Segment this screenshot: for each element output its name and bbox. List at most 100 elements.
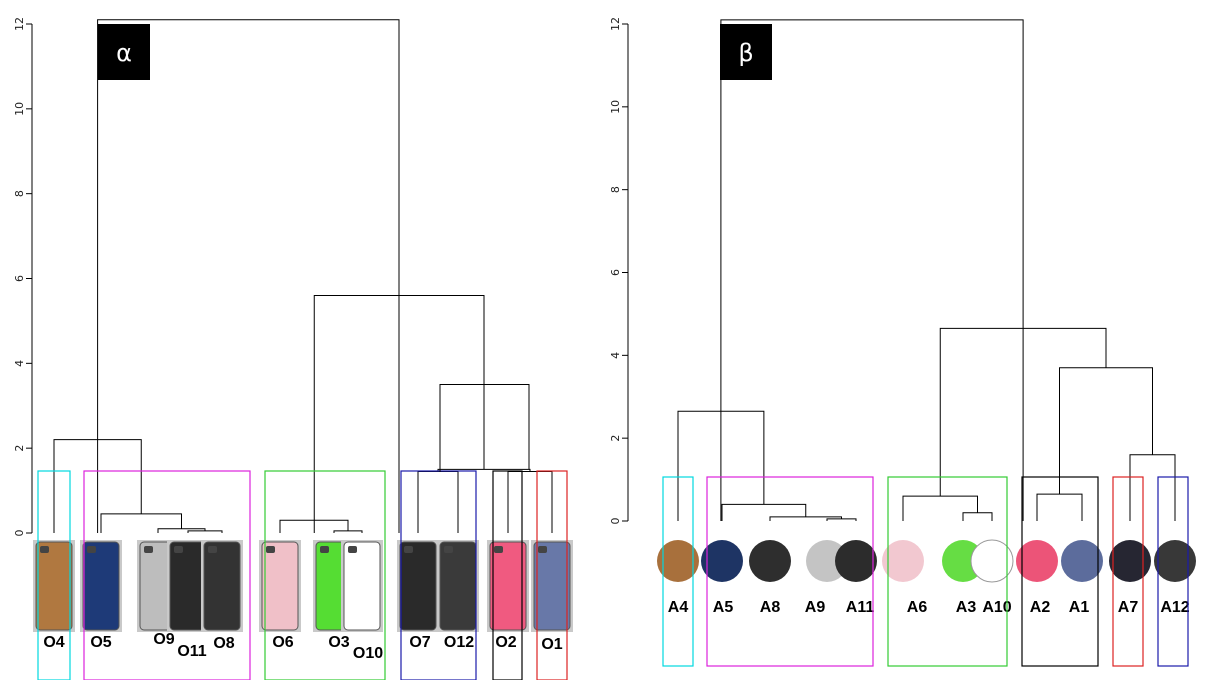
leaf-swatch-o8 xyxy=(203,541,241,631)
leaf-label-o2: O2 xyxy=(495,634,516,651)
dendrogram-link xyxy=(826,518,857,521)
leaf-label-a2: A2 xyxy=(1030,599,1051,616)
panel-badge-label: β xyxy=(738,39,753,67)
leaf-swatch-a7 xyxy=(1109,540,1151,582)
leaf-swatch-o11 xyxy=(169,541,207,631)
dendrogram-link xyxy=(1059,367,1153,495)
dendrogram-link xyxy=(417,470,459,533)
y-tick-label: 8 xyxy=(609,186,622,193)
camera-hole-icon xyxy=(538,546,547,553)
y-tick-label: 0 xyxy=(609,518,622,525)
leaf-swatch-a9 xyxy=(806,540,848,582)
cluster-box xyxy=(1021,476,1099,667)
cluster-box xyxy=(492,470,523,680)
y-tick-label: 2 xyxy=(13,445,26,452)
dendrogram-link xyxy=(721,503,807,521)
cluster-box xyxy=(1112,476,1144,667)
camera-hole-icon xyxy=(174,546,183,553)
leaf-label-a5: A5 xyxy=(713,599,734,616)
y-tick-label: 4 xyxy=(609,352,622,359)
leaf-label-a7: A7 xyxy=(1118,599,1139,616)
panel-badge-label: α xyxy=(116,39,132,67)
leaf-swatch-o4 xyxy=(35,541,73,631)
leaf-label-a9: A9 xyxy=(805,599,826,616)
leaf-label-a11: A11 xyxy=(846,599,875,616)
cluster-box xyxy=(536,470,568,680)
leaf-swatch-a1 xyxy=(1061,540,1103,582)
leaf-label-o7: O7 xyxy=(409,634,430,651)
leaf-label-o11: O11 xyxy=(177,643,206,660)
leaf-label-a1: A1 xyxy=(1069,599,1090,616)
y-tick-label: 10 xyxy=(609,100,622,114)
leaf-swatch-o12 xyxy=(439,541,477,631)
leaf-swatch-o1 xyxy=(533,541,571,631)
camera-hole-icon xyxy=(266,546,275,553)
leaf-swatch-a8 xyxy=(749,540,791,582)
dendrogram-link xyxy=(507,470,553,533)
dendrogram-link xyxy=(187,530,223,533)
leaf-label-a12: A12 xyxy=(1160,599,1189,616)
cluster-box xyxy=(37,470,71,680)
y-tick-label: 4 xyxy=(13,360,26,367)
y-tick-label: 12 xyxy=(13,17,26,31)
leaf-label-o10: O10 xyxy=(353,645,383,662)
y-tick-label: 6 xyxy=(13,275,26,282)
dendrogram-link xyxy=(720,19,1024,521)
y-tick-label: 0 xyxy=(13,530,26,537)
leaf-swatch-o2 xyxy=(489,541,527,631)
cluster-box xyxy=(887,476,1008,667)
leaf-swatch-o5 xyxy=(82,541,120,631)
camera-hole-icon xyxy=(144,546,153,553)
cluster-box xyxy=(264,470,386,680)
dendrogram-link xyxy=(1129,454,1176,521)
cluster-box xyxy=(83,470,251,680)
leaf-label-a4: A4 xyxy=(668,599,689,616)
leaf-label-o9: O9 xyxy=(153,631,174,648)
cluster-box xyxy=(662,476,694,667)
y-tick-label: 2 xyxy=(609,435,622,442)
leaf-label-a10: A10 xyxy=(982,599,1011,616)
camera-hole-icon xyxy=(320,546,329,553)
y-tick-label: 6 xyxy=(609,269,622,276)
dendrogram-link xyxy=(902,495,978,521)
leaf-label-o5: O5 xyxy=(90,634,111,651)
dendrogram-link xyxy=(962,512,993,521)
camera-hole-icon xyxy=(404,546,413,553)
leaf-swatch-o7 xyxy=(399,541,437,631)
dendrogram-link xyxy=(100,513,182,533)
y-tick-label: 10 xyxy=(13,102,26,116)
leaf-swatch-a5 xyxy=(701,540,743,582)
leaf-label-a6: A6 xyxy=(907,599,928,616)
leaf-swatch-a6 xyxy=(882,540,924,582)
leaf-label-a8: A8 xyxy=(760,599,781,616)
leaf-label-o8: O8 xyxy=(213,635,234,652)
camera-hole-icon xyxy=(40,546,49,553)
leaf-swatch-a11 xyxy=(835,540,877,582)
leaf-label-o4: O4 xyxy=(43,634,64,651)
leaf-label-o12: O12 xyxy=(444,634,474,651)
panel-badge xyxy=(720,24,772,80)
leaf-label-o6: O6 xyxy=(272,634,293,651)
leaf-swatch-a4 xyxy=(657,540,699,582)
dendrogram-link xyxy=(439,384,530,472)
panel-badge xyxy=(98,24,150,80)
y-tick-label: 8 xyxy=(13,190,26,197)
leaf-label-o3: O3 xyxy=(328,634,349,651)
camera-hole-icon xyxy=(494,546,503,553)
camera-hole-icon xyxy=(444,546,453,553)
leaf-swatch-o6 xyxy=(261,541,299,631)
dendrogram-link xyxy=(333,530,363,533)
cluster-box xyxy=(706,476,874,667)
cluster-box xyxy=(1157,476,1189,667)
leaf-swatch-a2 xyxy=(1016,540,1058,582)
leaf-swatch-a12 xyxy=(1154,540,1196,582)
camera-hole-icon xyxy=(87,546,96,553)
dendrogram-link xyxy=(1036,493,1083,521)
camera-hole-icon xyxy=(348,546,357,553)
camera-hole-icon xyxy=(208,546,217,553)
dendrogram-link xyxy=(97,19,400,533)
leaf-swatch-a10 xyxy=(970,539,1014,583)
